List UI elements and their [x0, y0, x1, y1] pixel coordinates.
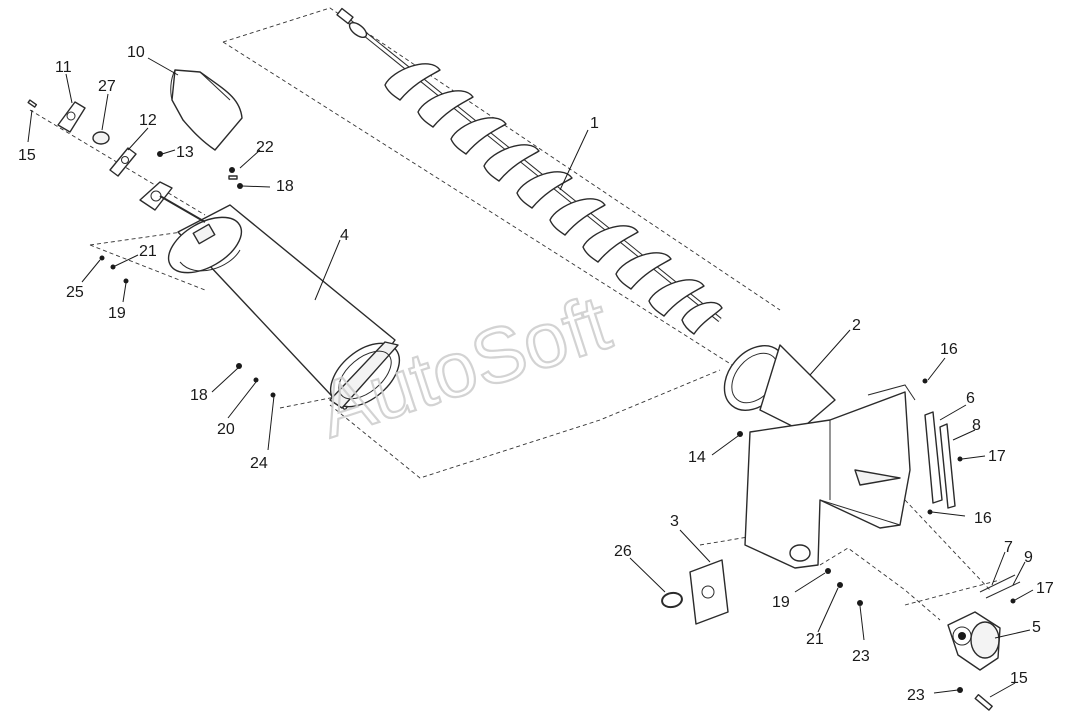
callout-16-top: 16	[940, 341, 958, 358]
callout-13: 13	[176, 144, 194, 161]
bearing-flange-group	[27, 99, 206, 223]
shaft-rods	[979, 574, 1021, 599]
intake-housing	[723, 344, 916, 569]
callout-18-top: 18	[276, 178, 294, 195]
fasteners	[99, 151, 1016, 711]
auger-tube	[167, 204, 401, 411]
callout-20: 20	[217, 421, 235, 438]
leader-lines	[27, 57, 1034, 698]
callout-5: 5	[1032, 619, 1041, 636]
auger-screw	[336, 7, 723, 335]
callout-16-bottom: 16	[974, 510, 992, 527]
callout-21-right: 21	[806, 631, 824, 648]
callout-9: 9	[1024, 549, 1033, 566]
callout-22: 22	[256, 139, 274, 156]
callout-14: 14	[688, 449, 706, 466]
callout-19-right: 19	[772, 594, 790, 611]
callout-labels: 1 2 3 4 5 6 7 8 9 10 11 12 13 14 15 15 1…	[18, 44, 1054, 704]
callout-6: 6	[966, 390, 975, 407]
callout-21-left: 21	[139, 243, 157, 260]
callout-11: 11	[55, 59, 72, 76]
callout-25: 25	[66, 284, 84, 301]
sealing-strips	[924, 411, 956, 509]
callout-2: 2	[852, 317, 861, 334]
callout-4: 4	[340, 227, 349, 244]
cover-plate	[661, 559, 729, 625]
callout-23-bottom: 23	[907, 687, 925, 704]
gear-motor	[947, 611, 1001, 671]
callout-17-bottom: 17	[1036, 580, 1054, 597]
callout-7: 7	[1004, 539, 1013, 556]
callout-3: 3	[670, 513, 679, 530]
callout-26: 26	[614, 543, 632, 560]
callout-10: 10	[127, 44, 145, 61]
callout-19-left: 19	[108, 305, 126, 322]
callout-24: 24	[250, 455, 268, 472]
callout-27: 27	[98, 78, 116, 95]
callout-17-top: 17	[988, 448, 1006, 465]
watermark-text: AutoSoft	[308, 278, 620, 454]
assembly-guide-lines	[29, 7, 1001, 621]
callout-15-left: 15	[18, 147, 36, 164]
callout-23-mid: 23	[852, 648, 870, 665]
callout-12: 12	[139, 112, 157, 129]
callout-15-right: 15	[1010, 670, 1028, 687]
callout-1: 1	[590, 115, 599, 132]
callout-8: 8	[972, 417, 981, 434]
callout-18-bottom: 18	[190, 387, 208, 404]
tube-cover	[170, 69, 243, 151]
